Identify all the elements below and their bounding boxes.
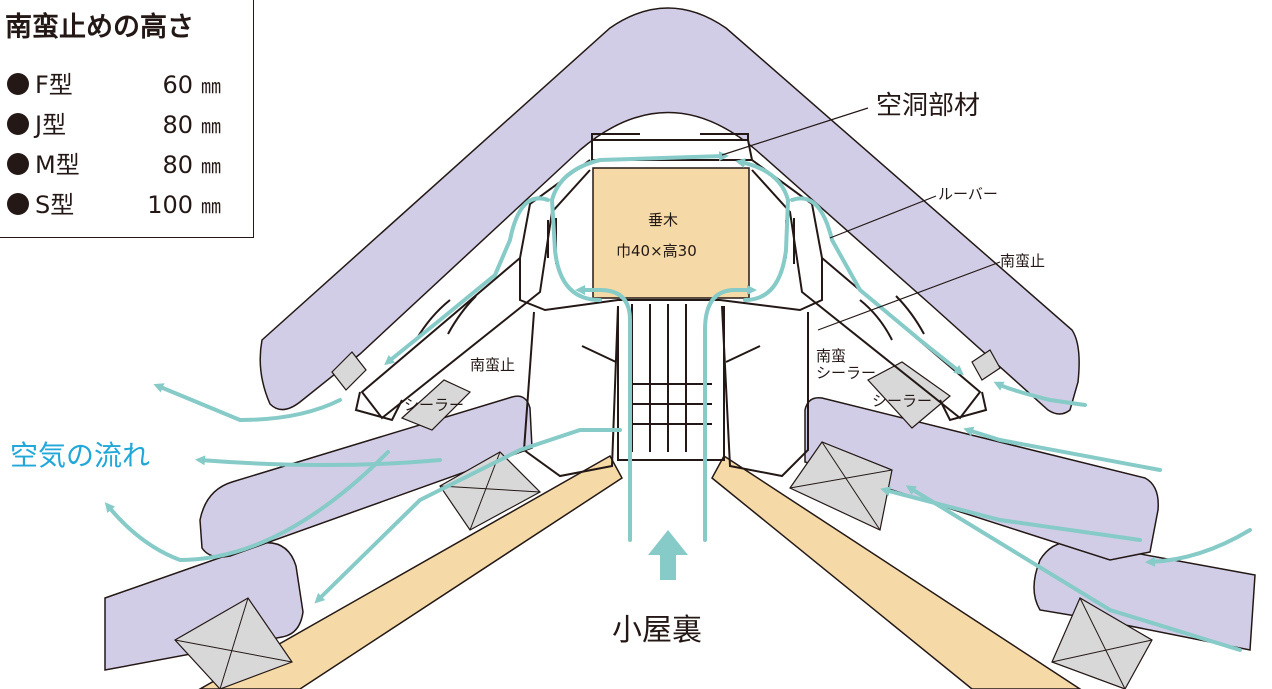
legend-value: 100 xyxy=(147,191,193,219)
bullet-icon xyxy=(7,153,29,175)
legend-value: 60 xyxy=(162,71,193,99)
rafter-block xyxy=(592,167,750,299)
bullet-icon xyxy=(7,113,29,135)
legend-row-j: J型 80 ㎜ xyxy=(7,105,221,139)
air-flow-arrows xyxy=(104,151,1252,652)
legend-unit: ㎜ xyxy=(201,74,221,98)
legend-type: F型 xyxy=(35,71,73,99)
legend-row-f: F型 60 ㎜ xyxy=(7,65,221,99)
legend-row-s: S型 100 ㎜ xyxy=(7,185,221,219)
legend-title: 南蛮止めの高さ xyxy=(5,12,194,43)
label-nanban-sealer-line1: 南蛮 xyxy=(816,347,847,365)
block-crosses xyxy=(174,441,1153,689)
filler-blocks xyxy=(174,349,1153,689)
label-rafter-size: 巾40×高30 xyxy=(616,242,697,260)
label-nanban-stop-left: 南蛮止 xyxy=(470,356,516,374)
legend-type: S型 xyxy=(35,191,75,219)
legend-row-m: M型 80 ㎜ xyxy=(7,145,221,179)
label-nanban-sealer: 南蛮 シーラー xyxy=(816,347,877,383)
ridge-tile xyxy=(259,7,1080,415)
legend-value: 80 xyxy=(162,151,193,179)
legend-unit: ㎜ xyxy=(201,194,221,218)
label-nanban-sealer-line2: シーラー xyxy=(816,364,877,383)
label-sealer-left: シーラー xyxy=(404,396,465,414)
bullet-icon xyxy=(7,73,29,95)
legend-type: J型 xyxy=(35,111,67,139)
leader-lines xyxy=(721,107,1001,331)
legend-value: 80 xyxy=(162,111,193,139)
label-attic: 小屋裏 xyxy=(612,613,702,648)
label-nanban-stop-right: 南蛮止 xyxy=(1000,252,1046,270)
label-hollow-member: 空洞部材 xyxy=(876,91,981,121)
label-louver: ルーバー xyxy=(938,185,998,203)
attic-up-arrow xyxy=(648,530,688,580)
legend-box: 南蛮止めの高さ F型 60 ㎜ J型 80 ㎜ M型 80 ㎜ S型 100 ㎜ xyxy=(0,0,254,238)
bullet-icon xyxy=(7,193,29,215)
legend-type: M型 xyxy=(35,151,80,179)
legend-unit: ㎜ xyxy=(201,114,221,138)
rafter-boards xyxy=(198,454,1082,689)
legend-unit: ㎜ xyxy=(201,154,221,178)
label-rafter: 垂木 xyxy=(648,211,679,229)
label-air-flow: 空気の流れ xyxy=(10,439,151,472)
label-sealer-right: シーラー xyxy=(872,392,933,410)
